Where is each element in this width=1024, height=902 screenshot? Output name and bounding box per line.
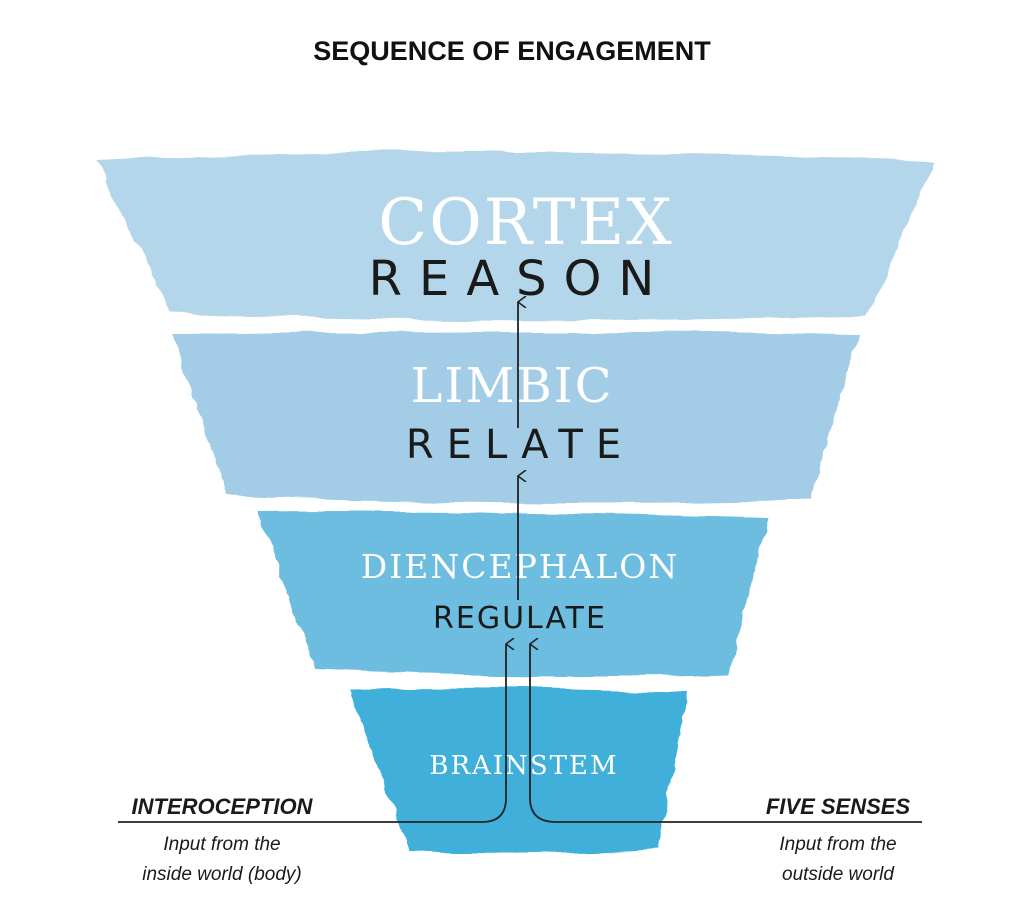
layer-diencephalon-band — [258, 511, 768, 677]
interoception-heading: INTEROCEPTION — [132, 794, 314, 819]
layer-limbic: LIMBIC RELATE — [172, 332, 858, 504]
layer-cortex-function: REASON — [369, 251, 672, 307]
layer-cortex: CORTEX REASON — [96, 152, 934, 321]
five-senses-label-group: FIVE SENSES Input from the outside world — [766, 794, 911, 885]
interoception-line1: Input from the — [163, 834, 280, 855]
layer-brainstem: BRAINSTEM — [348, 687, 688, 854]
five-senses-line1: Input from the — [779, 834, 896, 855]
layer-limbic-function: RELATE — [406, 422, 634, 468]
layer-diencephalon-region: DIENCEPHALON — [361, 547, 679, 586]
interoception-line2: inside world (body) — [142, 864, 301, 885]
interoception-label-group: INTEROCEPTION Input from the inside worl… — [132, 794, 314, 885]
layer-cortex-region: CORTEX — [378, 186, 673, 260]
layer-limbic-region: LIMBIC — [411, 358, 614, 414]
layer-brainstem-band — [348, 687, 688, 854]
layer-brainstem-region: BRAINSTEM — [429, 751, 618, 781]
five-senses-line2: outside world — [782, 864, 895, 885]
diagram-title: SEQUENCE OF ENGAGEMENT — [313, 36, 711, 66]
flow-arrows — [118, 302, 922, 823]
five-senses-heading: FIVE SENSES — [766, 794, 911, 819]
five-senses-arrow — [530, 644, 922, 823]
layer-diencephalon-function: REGULATE — [433, 601, 607, 636]
interoception-arrow — [118, 644, 506, 823]
layer-diencephalon: DIENCEPHALON REGULATE — [258, 511, 768, 677]
layer-cortex-band — [96, 152, 934, 321]
layer-limbic-band — [172, 332, 858, 504]
